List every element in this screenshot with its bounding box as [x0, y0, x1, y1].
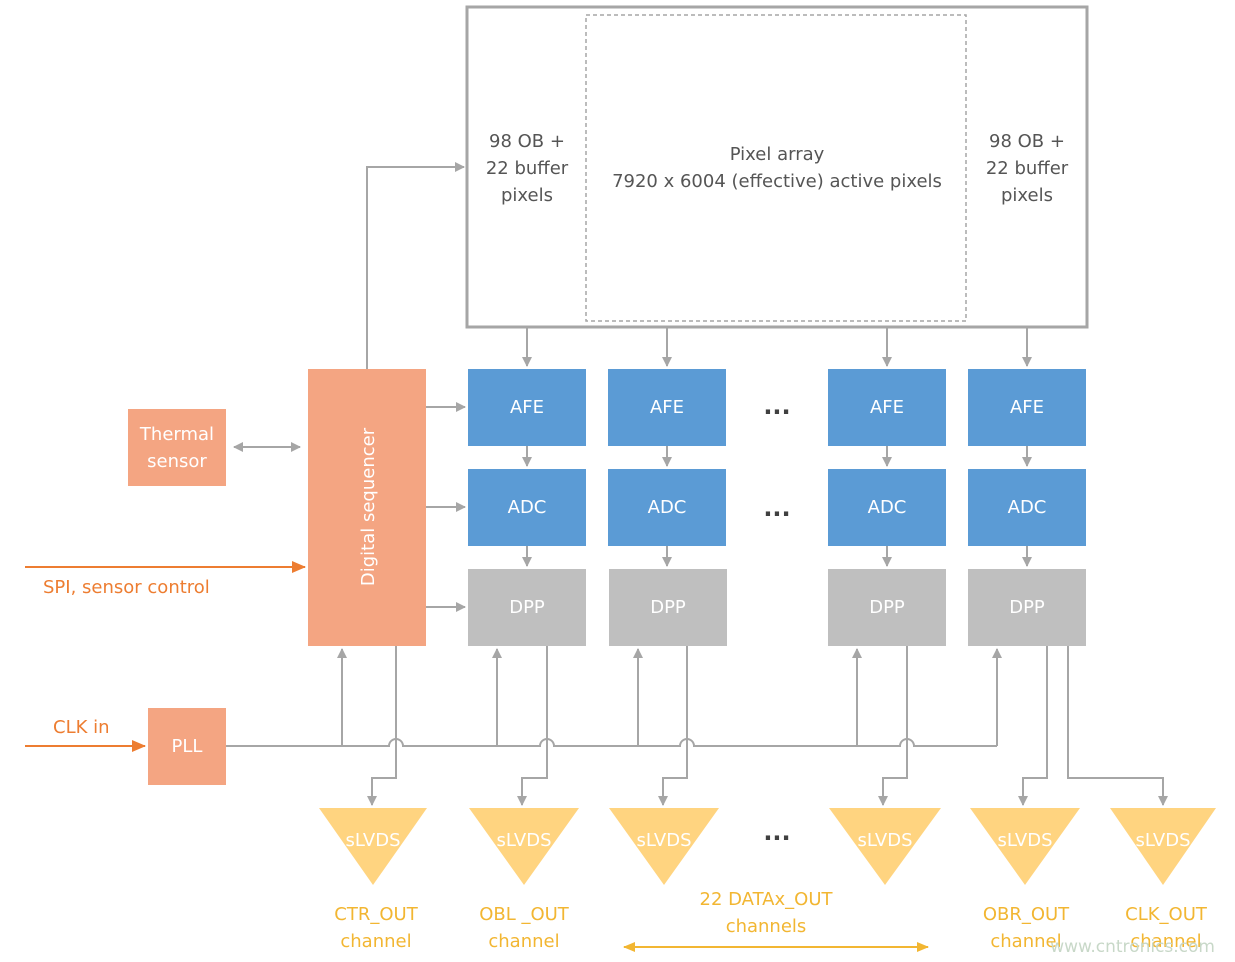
afe-block	[828, 369, 946, 446]
obl-out-label-2: channel	[488, 931, 559, 952]
clk-out-label-2: channel	[1130, 931, 1201, 952]
adc-block	[608, 469, 726, 546]
pixel-array-subtitle: 7920 x 6004 (effective) active pixels	[612, 171, 942, 192]
thermal-sensor: Thermal sensor	[128, 409, 301, 486]
adc-label: ADC	[508, 497, 547, 518]
pixel-array-title: Pixel array	[730, 144, 825, 165]
ctr-out-label-1: CTR_OUT	[334, 904, 418, 925]
afe-block	[968, 369, 1086, 446]
thermal-label-1: Thermal	[139, 424, 214, 445]
dpp-block	[828, 569, 946, 646]
spi-label: SPI, sensor control	[43, 577, 210, 598]
afe-label: AFE	[1010, 397, 1044, 418]
slvds-driver-ctr	[319, 808, 427, 885]
pll-section: CLK in PLL	[25, 708, 226, 785]
clk-out-label-1: CLK_OUT	[1125, 904, 1208, 925]
adc-block	[968, 469, 1086, 546]
afe-block	[608, 369, 726, 446]
afe-label: AFE	[650, 397, 684, 418]
ellipsis-afe: ...	[763, 392, 790, 420]
column-pipelines: AFE ADC DPP AFE ADC DPP AFE ADC DPP AFE …	[468, 327, 1086, 846]
slvds-driver-obr	[970, 808, 1080, 885]
dpp-label: DPP	[650, 597, 686, 618]
output-labels: CTR_OUT channel OBL _OUT channel 22 DATA…	[334, 889, 1208, 952]
pll-block	[148, 708, 226, 785]
adc-block	[468, 469, 586, 546]
slvds-driver-obl	[469, 808, 579, 885]
slvds-driver-data-last	[829, 808, 941, 885]
obl-out-label-1: OBL _OUT	[479, 904, 570, 925]
obr-out-label-2: channel	[990, 931, 1061, 952]
thermal-label-2: sensor	[147, 451, 207, 472]
slvds-drivers: sLVDS sLVDS sLVDS sLVDS sLVDS sLVDS	[319, 808, 1216, 885]
dpp-label: DPP	[509, 597, 545, 618]
digital-sequencer-label: Digital sequencer	[358, 427, 379, 586]
adc-block	[828, 469, 946, 546]
adc-label: ADC	[868, 497, 907, 518]
slvds-label: sLVDS	[1135, 830, 1190, 851]
watermark: www.cntronics.com	[1050, 937, 1215, 957]
pixel-array: Pixel array 7920 x 6004 (effective) acti…	[465, 5, 1089, 329]
right-ob-line-1: 98 OB +	[989, 131, 1065, 152]
afe-label: AFE	[510, 397, 544, 418]
slvds-label: sLVDS	[636, 830, 691, 851]
slvds-driver-data-first	[609, 808, 719, 885]
obr-out-label-1: OBR_OUT	[983, 904, 1070, 925]
pll-label: PLL	[172, 736, 203, 757]
adc-label: ADC	[648, 497, 687, 518]
afe-label: AFE	[870, 397, 904, 418]
ellipsis-slvds: ...	[763, 818, 790, 846]
right-ob-line-3: pixels	[1001, 185, 1053, 206]
data-out-label-1: 22 DATAx_OUT	[700, 889, 834, 910]
left-ob-line-2: 22 buffer	[486, 158, 569, 179]
slvds-driver-clk	[1110, 808, 1216, 885]
clock-bus	[226, 648, 1002, 747]
slvds-label: sLVDS	[496, 830, 551, 851]
slvds-label: sLVDS	[345, 830, 400, 851]
output-routing	[367, 646, 1168, 806]
digital-sequencer: Digital sequencer	[308, 162, 466, 646]
clk-in-label: CLK in	[53, 717, 110, 738]
afe-block	[468, 369, 586, 446]
slvds-label: sLVDS	[857, 830, 912, 851]
dpp-block	[968, 569, 1086, 646]
left-ob-line-3: pixels	[501, 185, 553, 206]
left-ob-line-1: 98 OB +	[489, 131, 565, 152]
slvds-label: sLVDS	[997, 830, 1052, 851]
dpp-label: DPP	[869, 597, 905, 618]
dpp-block	[468, 569, 586, 646]
ctr-out-label-2: channel	[340, 931, 411, 952]
right-ob-line-2: 22 buffer	[986, 158, 1069, 179]
adc-label: ADC	[1008, 497, 1047, 518]
dpp-label: DPP	[1009, 597, 1045, 618]
data-out-label-2: channels	[726, 916, 807, 937]
spi-input: SPI, sensor control	[25, 561, 306, 598]
dpp-block	[609, 569, 727, 646]
ellipsis-adc: ...	[763, 494, 790, 522]
